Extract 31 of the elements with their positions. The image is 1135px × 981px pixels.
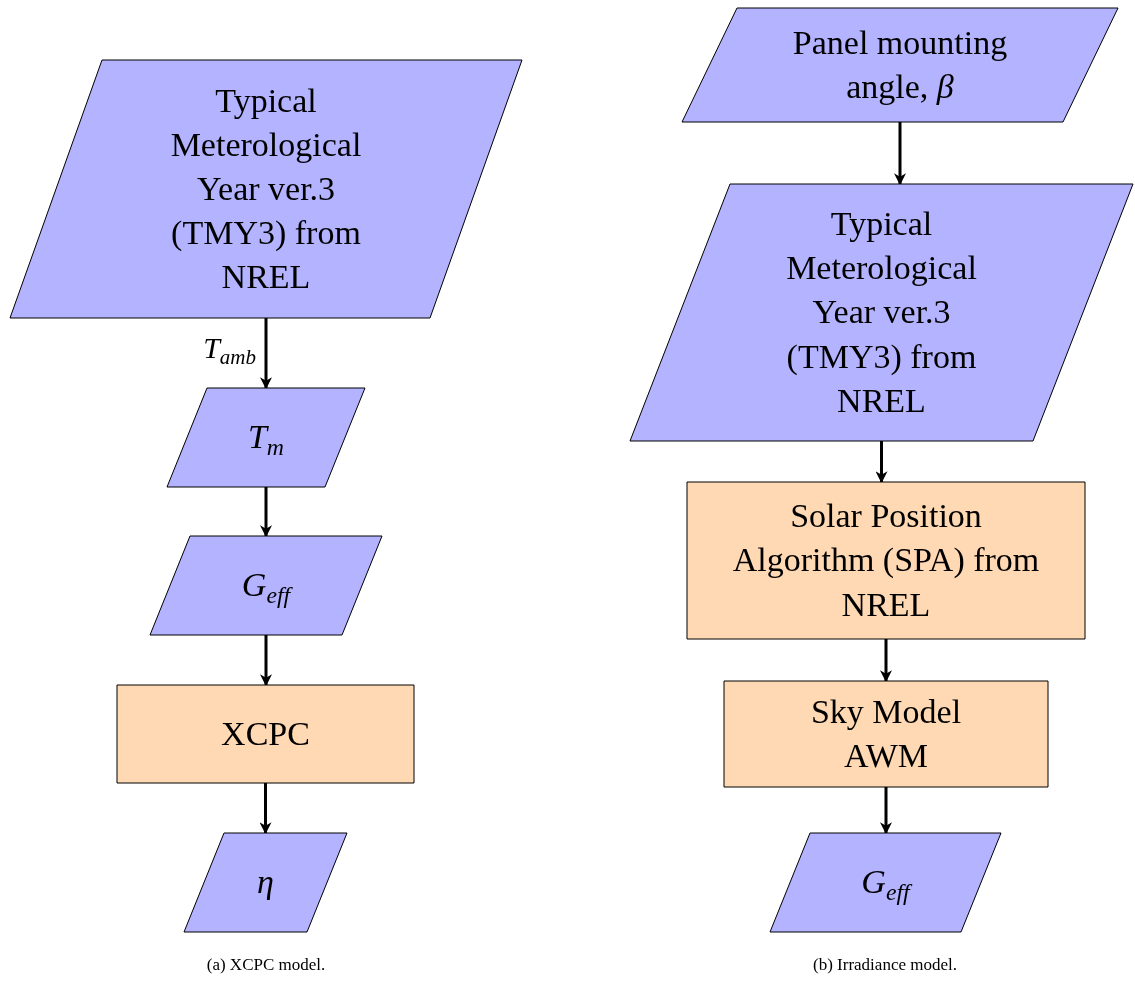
arrow <box>880 639 892 683</box>
node-label: Panel mounting angle, β <box>791 22 1009 107</box>
arrow <box>259 783 272 835</box>
data-parallelogram <box>682 8 1118 122</box>
node-label: Solar Position Algorithm (SPA) from NREL <box>731 496 1041 625</box>
node-label: Typical Meterological Year ver.3 (TMY3) from NREL <box>785 204 978 421</box>
arrow <box>875 441 888 484</box>
process-box <box>687 482 1085 639</box>
data-parallelogram <box>150 536 382 635</box>
arrow <box>260 318 272 390</box>
arrow <box>894 122 906 186</box>
arrow <box>260 635 272 687</box>
data-parallelogram <box>167 388 365 487</box>
edge-label: T$_{amb}$ <box>203 331 256 365</box>
data-parallelogram <box>184 833 347 932</box>
arrow <box>260 487 272 538</box>
data-parallelogram <box>630 184 1133 441</box>
subfigure-caption: (a) XCPC model. <box>206 955 326 975</box>
node-label: Typical Meterological Year ver.3 (TMY3) from NREL <box>169 80 363 298</box>
subfigure-caption: (b) Irradiance model. <box>813 955 957 975</box>
data-parallelogram <box>10 60 522 318</box>
node-label: η <box>256 862 275 903</box>
node-label: T$_{m}$ <box>246 417 286 460</box>
data-parallelogram <box>770 833 1001 932</box>
process-box <box>117 685 414 783</box>
node-label: Sky Model AWM <box>809 691 963 776</box>
arrow <box>880 787 892 835</box>
node-label: G$_{eff}$ <box>815 860 956 905</box>
node-label: G$_{eff}$ <box>240 565 294 608</box>
process-box <box>724 681 1048 787</box>
node-label: XCPC <box>220 713 311 754</box>
